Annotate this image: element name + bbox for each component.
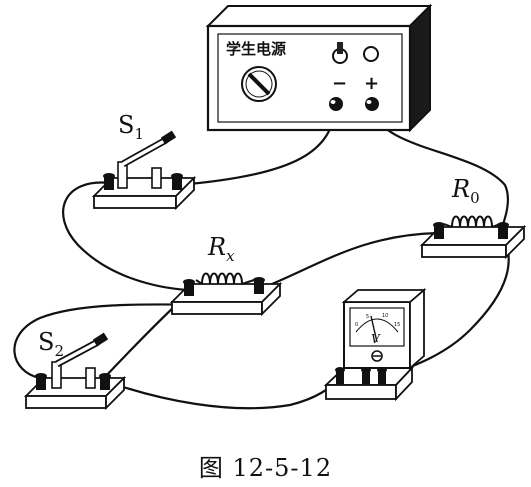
s1-left-terminal: [103, 173, 115, 190]
rx-coil: [201, 272, 243, 285]
figure-caption: 图 12-5-12: [198, 454, 333, 482]
resistor-rx[interactable]: Rx: [169, 233, 283, 317]
power-supply-side: [409, 3, 431, 133]
voltmeter-scale-5: 5: [366, 314, 369, 320]
power-supply-panel: [217, 33, 403, 123]
r0-left-terminal: [433, 222, 445, 239]
minus-label: −: [332, 73, 347, 94]
s1-right-terminal: [171, 173, 183, 190]
voltmeter-scale-arc: [355, 318, 399, 333]
minus-terminal[interactable]: [329, 97, 343, 111]
wire-plus-to-r0: [370, 107, 509, 233]
voltmeter-terminal-minus: [335, 367, 345, 384]
voltage-knob[interactable]: [241, 66, 277, 102]
rx-label: Rx: [207, 233, 235, 265]
power-supply-label: 学生电源: [226, 40, 286, 58]
power-supply-front: [206, 24, 412, 132]
power-supply: 学生电源 − +: [205, 3, 433, 133]
voltmeter-scale-10: 10: [382, 313, 388, 319]
s1-label: S1: [118, 111, 144, 143]
plus-label: +: [364, 73, 379, 94]
r0-coil: [451, 215, 493, 228]
r0-right-terminal: [497, 222, 509, 239]
voltmeter-terminal-15: [377, 367, 387, 384]
switch-s1[interactable]: S1: [91, 111, 197, 211]
wire-s2-to-voltmeter: [107, 377, 341, 410]
voltmeter-terminal-3: [361, 367, 371, 384]
resistor-r0[interactable]: R0: [419, 175, 527, 260]
wires: [13, 107, 510, 410]
voltmeter-symbol: V: [371, 332, 381, 346]
power-toggle-switch[interactable]: [332, 42, 348, 64]
rx-right-terminal: [253, 277, 265, 294]
s2-label: S2: [38, 328, 64, 360]
voltmeter-scale-0: 0: [355, 322, 358, 328]
wire-s1-to-rx: [62, 181, 189, 292]
s2-right-terminal: [99, 373, 111, 390]
power-supply-top: [205, 5, 433, 27]
r0-label: R0: [451, 175, 480, 207]
wire-rx-to-r0: [259, 231, 439, 291]
voltmeter-scale-15: 15: [394, 322, 400, 328]
voltmeter[interactable]: 0 5 10 15 V: [323, 288, 427, 402]
rx-left-terminal: [183, 279, 195, 296]
voltmeter-needle: [370, 315, 378, 343]
switch-s2[interactable]: S2: [23, 328, 127, 411]
s2-left-terminal: [35, 373, 47, 390]
indicator-lamp: [363, 46, 379, 62]
plus-terminal[interactable]: [365, 97, 379, 111]
